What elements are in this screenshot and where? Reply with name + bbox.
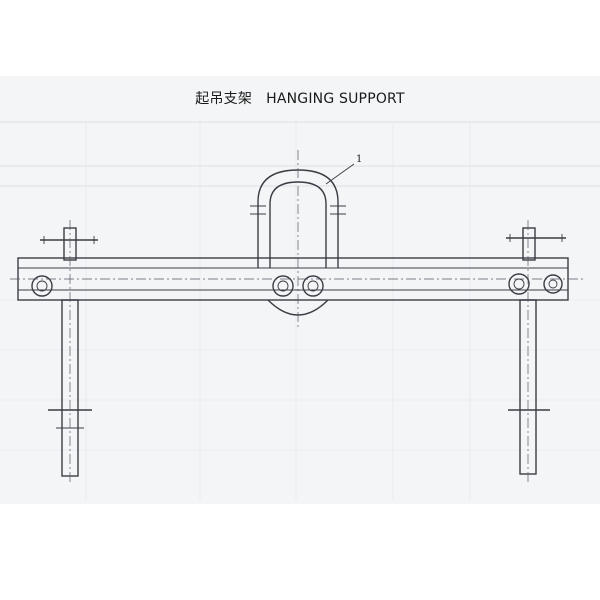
title-english: HANGING SUPPORT — [266, 91, 405, 107]
nut-right-inner — [508, 273, 530, 295]
background-grid — [0, 121, 600, 500]
center-boss — [267, 299, 329, 316]
callout-label: 1 — [356, 154, 362, 165]
left-stud — [40, 220, 98, 482]
callout-1: 1 — [325, 154, 362, 185]
page-title: 起吊支架 HANGING SUPPORT — [0, 88, 600, 108]
main-beam — [10, 257, 585, 301]
nut-center-right — [302, 275, 324, 297]
right-stud — [506, 220, 566, 482]
u-bolt — [250, 150, 346, 330]
nut-right-outer — [543, 274, 563, 294]
nut-center-left — [272, 275, 294, 297]
nut-left — [31, 275, 53, 297]
title-chinese: 起吊支架 — [195, 91, 253, 107]
